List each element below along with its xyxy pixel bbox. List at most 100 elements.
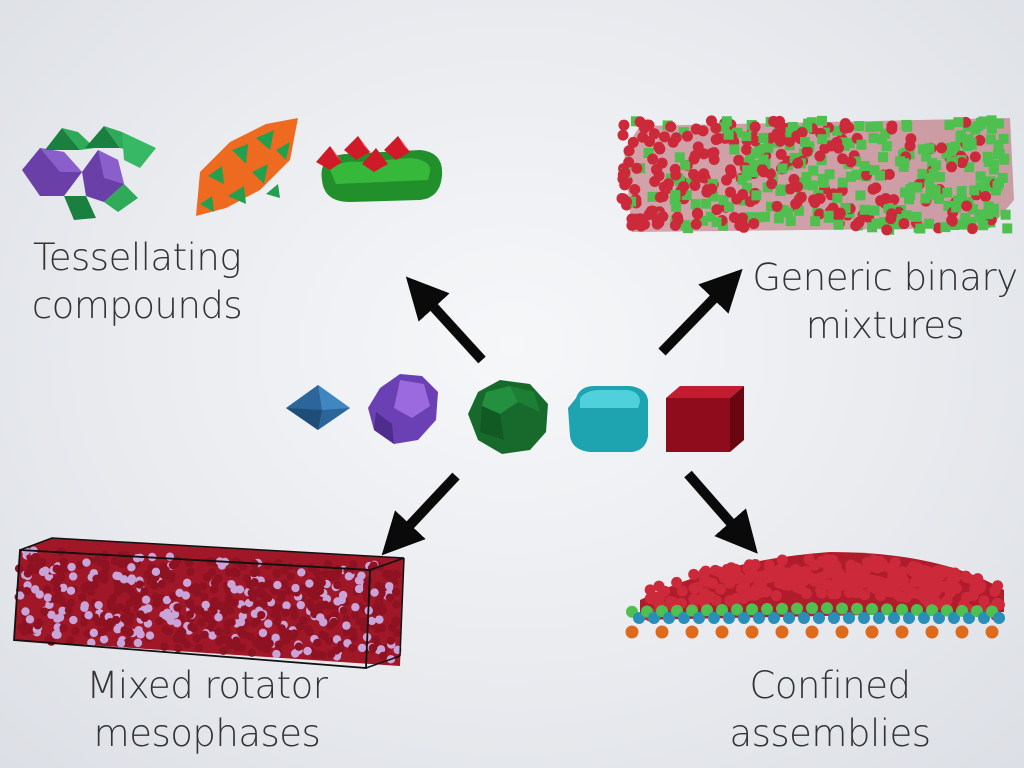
red-particle (808, 194, 820, 206)
green-particle (978, 220, 989, 231)
red-particle (286, 572, 295, 581)
green-particle (983, 201, 994, 212)
green-particle (921, 151, 932, 162)
green-particle (751, 148, 762, 159)
red-particle (653, 580, 665, 592)
green-particle (978, 116, 989, 127)
red-particle (40, 607, 49, 616)
red-particle (623, 156, 635, 168)
red-particle (59, 557, 68, 566)
red-particle (392, 570, 401, 579)
red-particle (22, 586, 31, 596)
green-particle (801, 172, 812, 183)
green-particle (775, 185, 786, 196)
red-particle (771, 200, 783, 212)
red-particle (224, 594, 234, 603)
red-particle (670, 169, 682, 181)
red-particle (111, 615, 121, 625)
red-particle (157, 579, 167, 589)
red-particle (305, 627, 314, 637)
red-particle (687, 168, 699, 180)
red-particle (974, 134, 986, 146)
red-particle (199, 581, 208, 591)
red-particle (729, 594, 741, 606)
green-particle (732, 127, 743, 138)
red-particle (927, 590, 939, 602)
green-particle (753, 212, 764, 223)
green-particle (808, 165, 819, 176)
red-particle (318, 630, 327, 639)
lilac-particle (141, 595, 151, 604)
green-particle (901, 119, 912, 130)
lilac-particle (316, 613, 325, 622)
green-particle (773, 213, 784, 224)
blue-particle (873, 612, 885, 624)
red-particle (52, 564, 61, 574)
lilac-particle (132, 554, 142, 563)
red-particle (257, 610, 266, 620)
green-particle (665, 173, 676, 184)
green-particle (836, 602, 848, 615)
red-particle (887, 563, 899, 575)
red-particle (845, 156, 857, 168)
red-particle (83, 581, 92, 590)
red-particle (678, 181, 690, 193)
green-particle (760, 211, 771, 222)
orange-particle (805, 625, 819, 639)
red-particle (66, 635, 75, 645)
lilac-particle (84, 611, 93, 620)
red-particle (690, 218, 702, 230)
green-particle (731, 603, 743, 616)
red-particle (980, 191, 992, 203)
cube-icon (666, 386, 744, 452)
red-particle (886, 123, 898, 135)
red-particle (214, 627, 223, 636)
red-particle (792, 181, 804, 193)
green-particle (851, 602, 863, 615)
red-particle (66, 599, 76, 608)
red-particle (840, 122, 852, 134)
green-particle (931, 160, 942, 171)
red-particle (274, 640, 283, 649)
green-particle (823, 210, 834, 221)
blue-particle (798, 612, 810, 624)
red-particle (315, 586, 325, 596)
red-particle (289, 605, 299, 614)
red-particle (125, 628, 134, 637)
red-particle (223, 626, 232, 635)
green-particle (723, 129, 734, 140)
red-particle (173, 603, 182, 612)
red-particle (98, 627, 107, 636)
red-particle (178, 627, 187, 637)
green-particle (851, 169, 862, 180)
blue-particle (993, 612, 1005, 624)
lilac-particle (238, 611, 247, 621)
red-particle (853, 216, 865, 228)
red-particle (194, 605, 203, 615)
red-particle (339, 606, 348, 615)
green-particle (868, 133, 879, 144)
red-particle (43, 585, 52, 594)
label-line: Mixed rotator (86, 664, 328, 707)
green-particle (855, 190, 866, 201)
green-particle (791, 602, 803, 615)
red-particle (892, 589, 904, 601)
green-particle (993, 149, 1004, 160)
red-particle (155, 616, 164, 626)
red-particle (831, 136, 843, 148)
lilac-particle (208, 631, 217, 640)
green-particle (998, 133, 1009, 144)
tessellating-compound-orange-green (196, 118, 298, 216)
green-particle (926, 604, 938, 617)
green-particle (748, 167, 759, 178)
red-particle (92, 574, 101, 583)
lilac-particle (272, 649, 281, 659)
red-particle (313, 638, 322, 648)
green-particle (869, 205, 880, 216)
red-particle (192, 588, 202, 597)
red-particle (946, 161, 958, 173)
orange-particle (925, 625, 939, 639)
lilac-particle (80, 601, 89, 610)
red-particle (713, 132, 725, 144)
red-particle (348, 627, 357, 637)
